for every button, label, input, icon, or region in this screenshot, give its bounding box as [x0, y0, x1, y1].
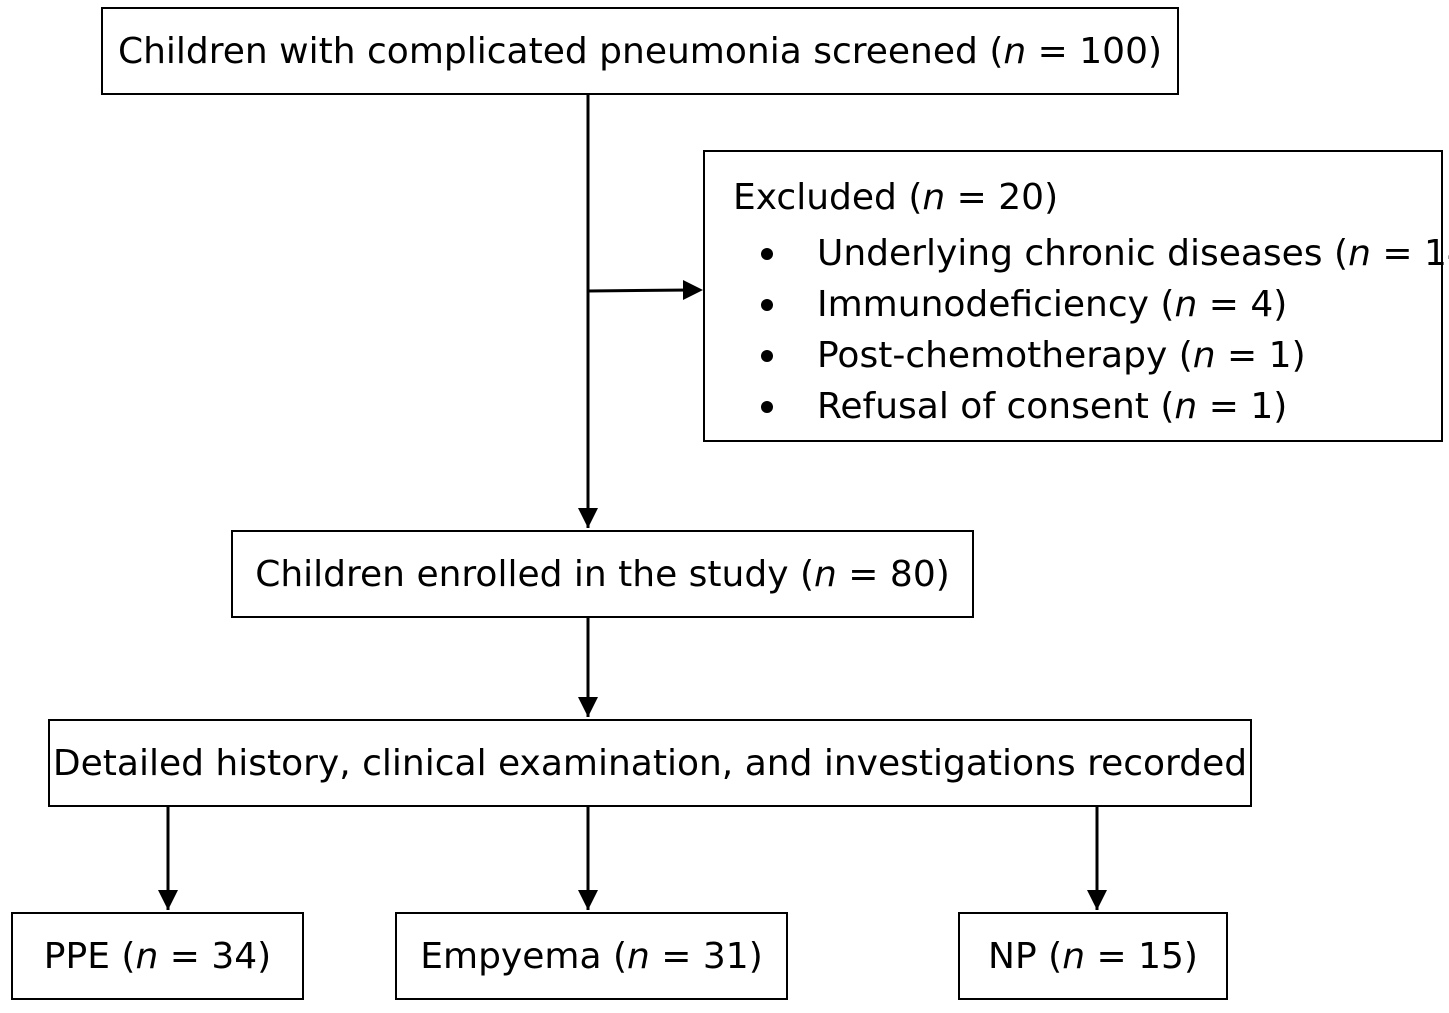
node-ppe-label: PPE [43, 935, 110, 977]
node-empyema-label: Empyema [420, 935, 602, 977]
n-symbol: n [135, 935, 159, 977]
reason-count: 1 [1250, 386, 1274, 427]
n-symbol: n [814, 553, 837, 595]
reason-count: 14 [1423, 233, 1449, 274]
arrow-to-excluded [587, 288, 691, 293]
node-screened: Children with complicated pneumonia scre… [101, 7, 1179, 95]
node-excluded-title: Excluded (n = 20) [733, 177, 1059, 218]
node-excluded: Excluded (n = 20) Underlying chronic dis… [703, 150, 1449, 442]
arrowhead-np [1087, 890, 1107, 910]
node-screened-count: 100 [1079, 30, 1148, 72]
list-item: Refusal of consent (n = 1) [733, 381, 1441, 432]
node-np-count: 15 [1138, 935, 1184, 977]
list-item: Underlying chronic diseases (n = 14) [733, 228, 1449, 279]
arrowhead-enrolled [578, 508, 598, 528]
node-empyema-text: Empyema (n = 31) [420, 935, 763, 977]
n-symbol: n [1348, 233, 1371, 274]
list-item: Post-chemotherapy (n = 1) [733, 330, 1441, 381]
bullet-icon [761, 401, 773, 413]
n-symbol: n [1003, 30, 1027, 72]
bullet-icon [761, 299, 773, 311]
node-screened-label: Children with complicated pneumonia scre… [117, 30, 978, 72]
node-ppe-text: PPE (n = 34) [43, 935, 272, 977]
reason-label: Refusal of consent [817, 386, 1149, 427]
n-symbol: n [1174, 284, 1198, 325]
node-enrolled-label: Children enrolled in the study [255, 553, 789, 595]
arrowhead-history [578, 697, 598, 717]
node-enrolled: Children enrolled in the study (n = 80) [231, 530, 974, 618]
node-np-label: NP [988, 935, 1037, 977]
list-item: Immunodeficiency (n = 4) [733, 279, 1441, 330]
node-enrolled-text: Children enrolled in the study (n = 80) [255, 553, 950, 595]
reason-label: Post-chemotherapy [817, 335, 1168, 376]
node-enrolled-count: 80 [889, 553, 936, 595]
arrowhead-excluded [683, 280, 703, 300]
node-excluded-count: 20 [998, 177, 1045, 218]
bullet-icon [761, 248, 773, 260]
node-np: NP (n = 15) [958, 912, 1228, 1000]
node-screened-text: Children with complicated pneumonia scre… [117, 30, 1163, 72]
node-history-label: Detailed history, clinical examination, … [52, 742, 1248, 784]
node-np-text: NP (n = 15) [988, 935, 1198, 977]
node-history: Detailed history, clinical examination, … [48, 719, 1252, 807]
node-excluded-label: Excluded [733, 177, 897, 218]
node-empyema: Empyema (n = 31) [395, 912, 788, 1000]
reason-label: Immunodeficiency [817, 284, 1149, 325]
n-symbol: n [627, 935, 650, 977]
arrowhead-empyema [578, 890, 598, 910]
reason-count: 4 [1250, 284, 1274, 325]
reason-count: 1 [1268, 335, 1292, 376]
n-symbol: n [1062, 935, 1086, 977]
reason-label: Underlying chronic diseases [817, 233, 1323, 274]
bullet-icon [761, 350, 773, 362]
n-symbol: n [1192, 335, 1216, 376]
n-symbol: n [922, 177, 946, 218]
n-symbol: n [1174, 386, 1198, 427]
node-ppe-count: 34 [211, 935, 258, 977]
exclusion-reasons-list: Underlying chronic diseases (n = 14) Imm… [733, 228, 1449, 432]
node-ppe: PPE (n = 34) [11, 912, 304, 1000]
arrowhead-ppe [158, 890, 178, 910]
node-empyema-count: 31 [702, 935, 749, 977]
